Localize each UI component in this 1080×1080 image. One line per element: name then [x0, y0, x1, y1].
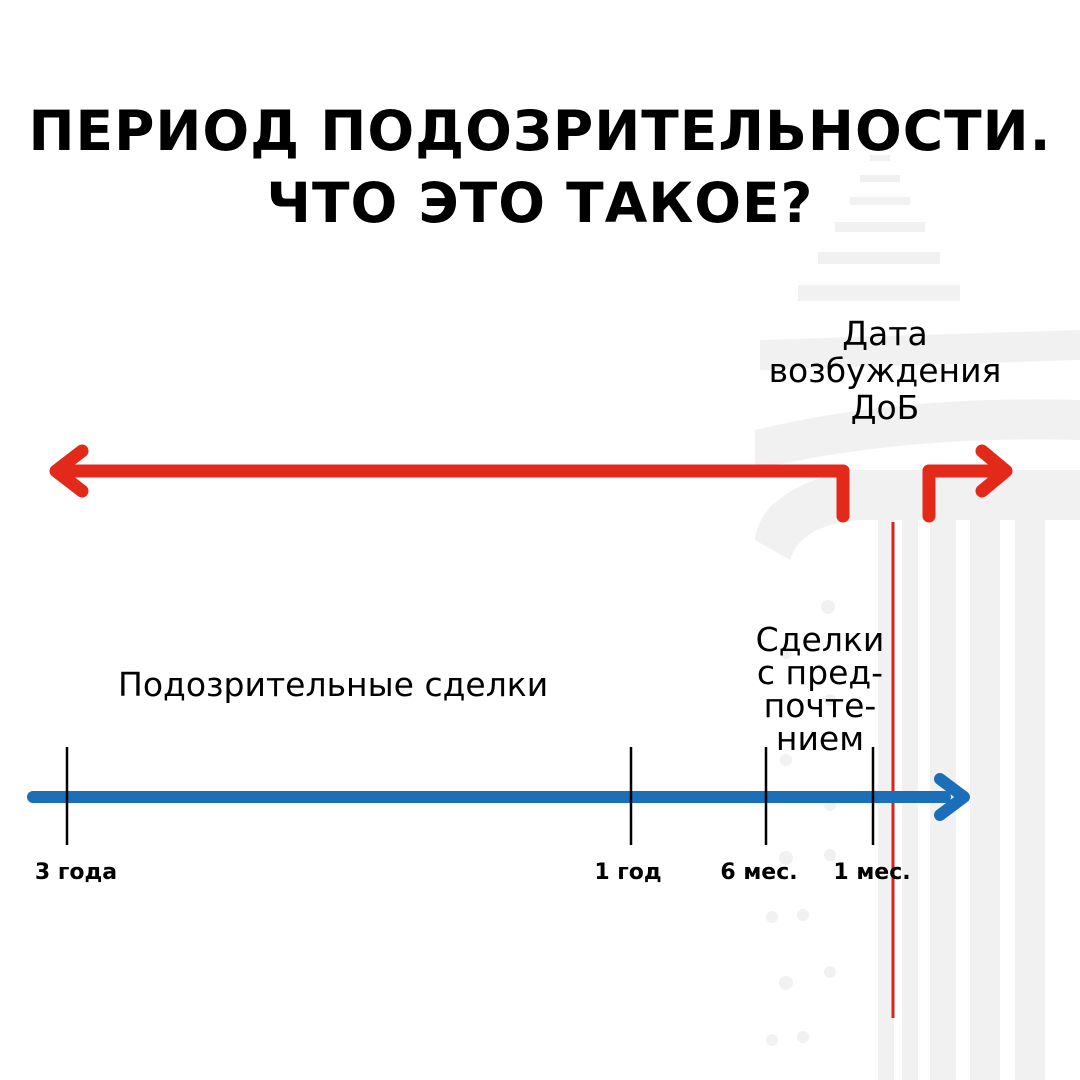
tick-label-3-years: 3 года	[34, 860, 118, 885]
tick-label-6-months: 6 мес.	[720, 860, 798, 885]
page-title-line-2: ЧТО ЭТО ТАКОЕ?	[266, 171, 814, 235]
tick-label-1-month: 1 мес.	[833, 860, 911, 885]
blue-timeline-arrowhead	[934, 773, 970, 821]
page-title-line-1: ПЕРИОД ПОДОЗРИТЕЛЬНОСТИ.	[28, 99, 1052, 163]
red-arrowhead-right	[975, 444, 1013, 498]
dob-date-label: Дата возбуждения ДоБ	[740, 314, 1030, 427]
preference-deals-label-line: почте-	[763, 686, 877, 725]
dob-date-label-line: ДоБ	[850, 387, 920, 427]
tick-label-1-year: 1 год	[594, 860, 662, 885]
preference-deals-label-line: Сделки	[755, 620, 885, 659]
preference-deals-label-line: с пред-	[756, 653, 884, 692]
dob-date-label-line: возбуждения	[768, 350, 1002, 390]
suspicious-deals-label: Подозрительные сделки	[118, 665, 549, 704]
preference-deals-label-line: нием	[775, 719, 865, 758]
preference-deals-label: Сделки с пред- почте- нием	[730, 623, 910, 755]
red-arrowhead-left	[49, 444, 89, 498]
dob-date-label-line: Дата	[842, 314, 928, 353]
